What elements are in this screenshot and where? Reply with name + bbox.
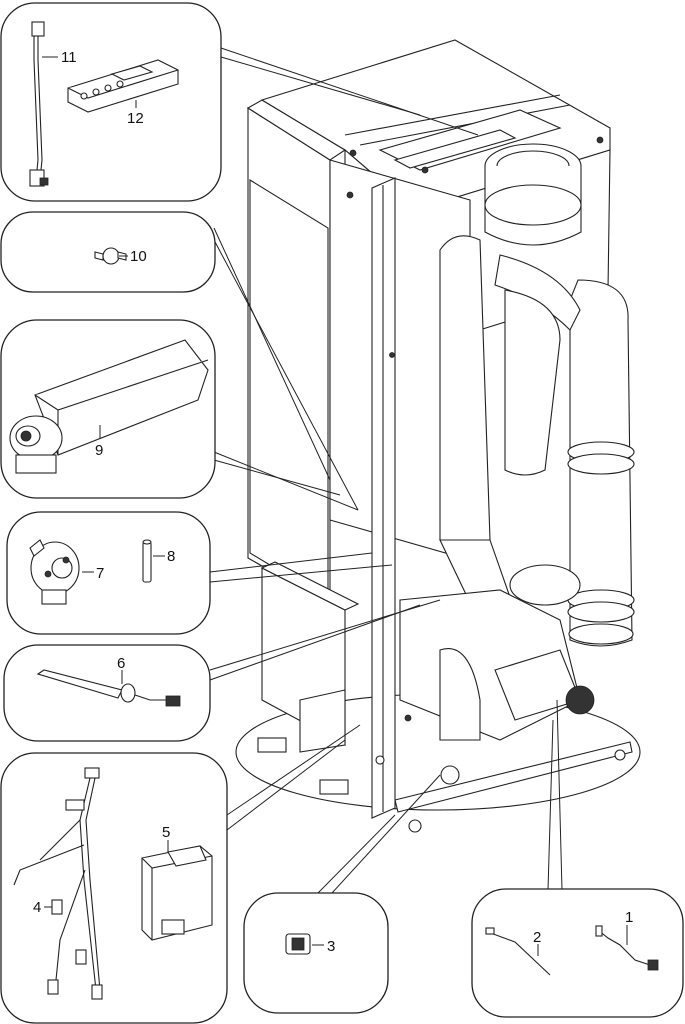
callout-bubble-10	[0, 211, 216, 293]
callout-bubble-3	[243, 892, 389, 1014]
callout-bubble-1-2	[471, 888, 684, 1018]
callout-bubble-6	[3, 644, 211, 742]
callout-4: 4	[33, 899, 41, 916]
callout-bubble-4-5	[0, 752, 228, 1024]
callout-6: 6	[117, 655, 125, 672]
callout-10: 10	[130, 248, 147, 265]
callout-numbers: 1 2 3 4 5 6 7 8 9 10 11 12	[33, 49, 633, 955]
leader-lines	[209, 47, 563, 894]
callout-9: 9	[95, 442, 103, 459]
callout-bubble-9	[0, 319, 216, 499]
callout-12: 12	[127, 110, 144, 127]
callout-2: 2	[533, 929, 541, 946]
callout-5: 5	[162, 824, 170, 841]
boiler-chassis	[235, 39, 641, 833]
callout-bubble-11-12	[0, 2, 222, 202]
callout-8: 8	[167, 548, 175, 565]
callout-bubble-7-8	[6, 511, 211, 635]
callout-7: 7	[96, 565, 104, 582]
callout-3: 3	[327, 938, 335, 955]
callout-11: 11	[61, 49, 77, 66]
callout-1: 1	[625, 909, 633, 926]
